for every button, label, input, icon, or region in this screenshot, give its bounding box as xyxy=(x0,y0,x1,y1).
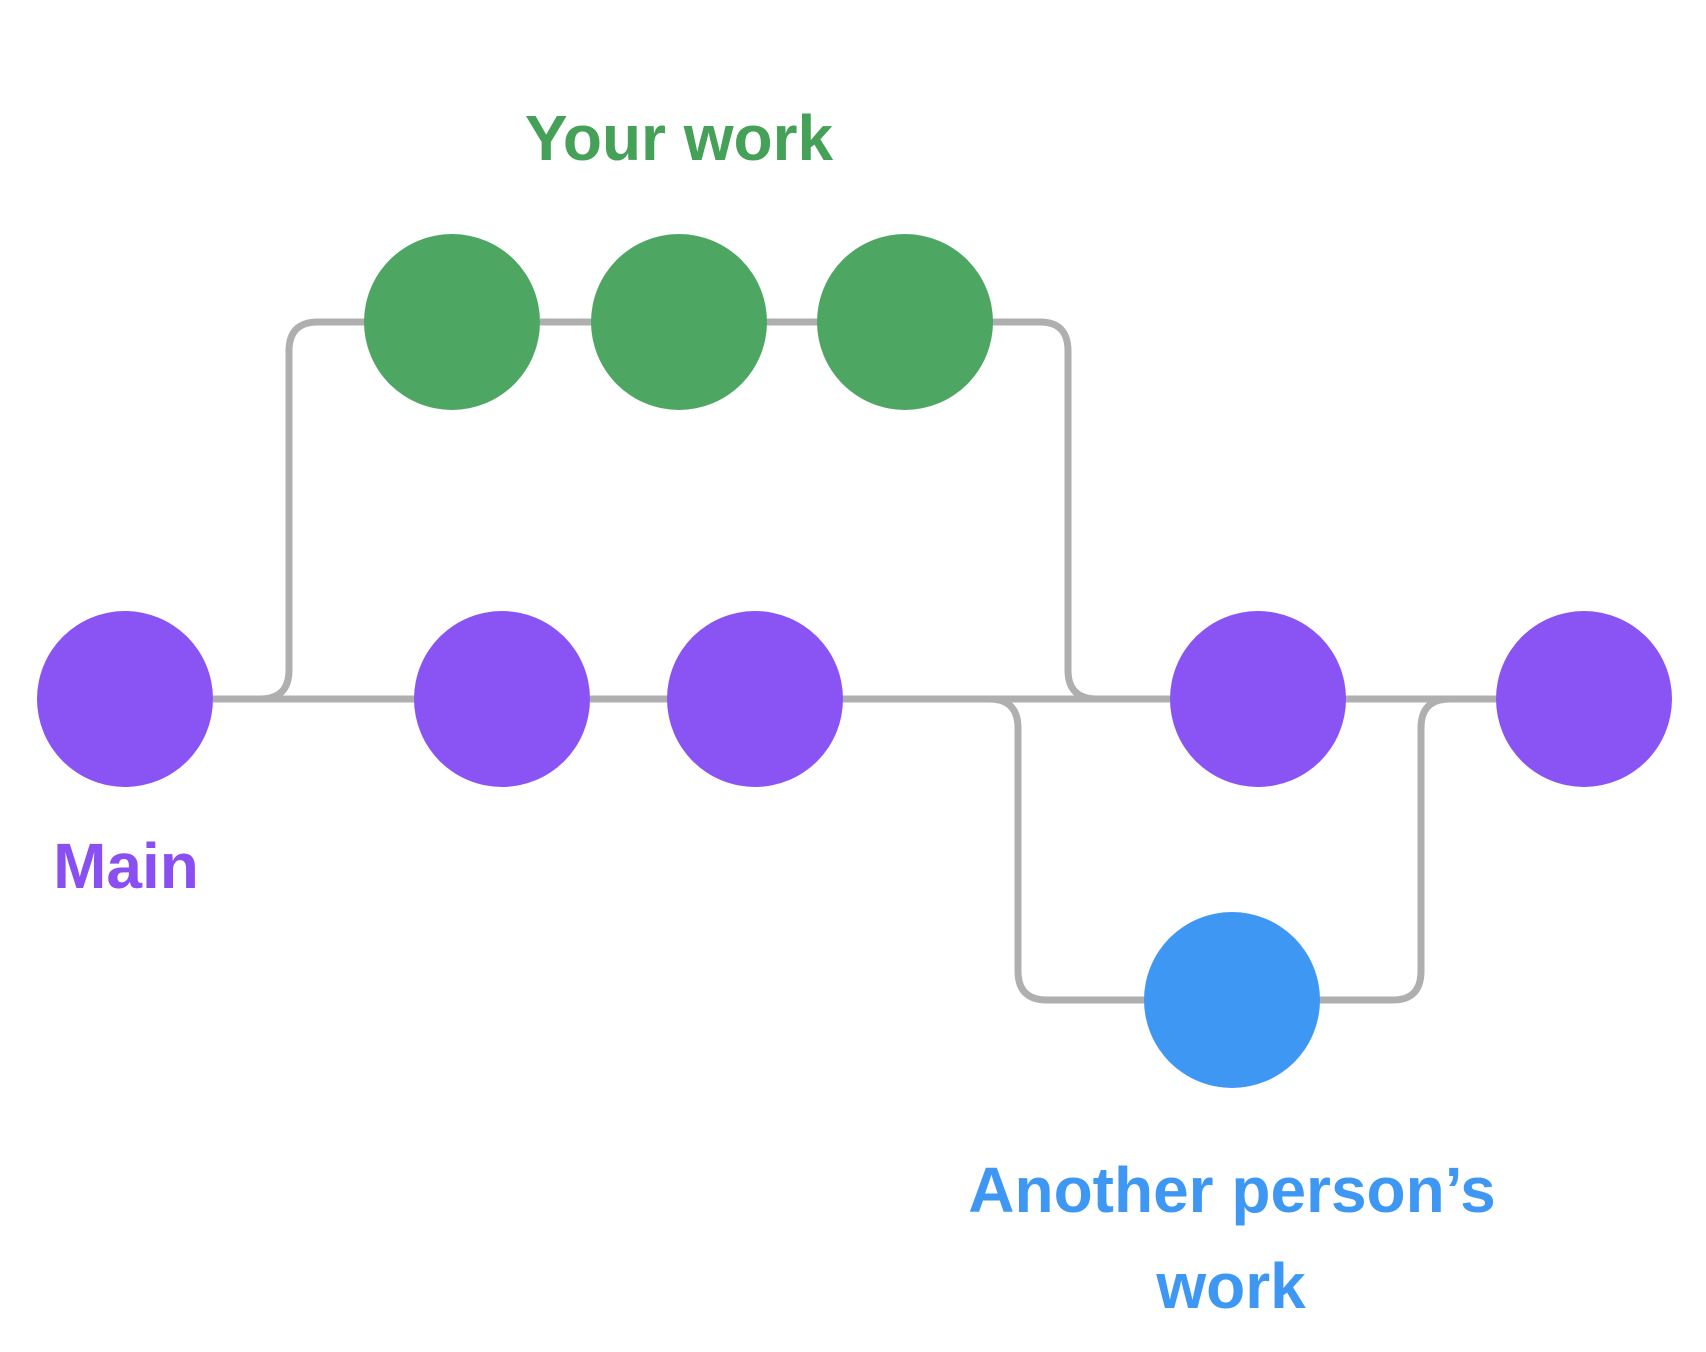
commit-node-main-1 xyxy=(37,611,213,787)
commit-node-another-person-1 xyxy=(1144,912,1320,1088)
commit-node-your-work-1 xyxy=(364,234,540,410)
commit-node-main-3 xyxy=(667,611,843,787)
commit-node-main-4 xyxy=(1170,611,1346,787)
commit-node-your-work-3 xyxy=(817,234,993,410)
commit-node-your-work-2 xyxy=(591,234,767,410)
another-person-label-line1: Another person’s xyxy=(968,1154,1495,1226)
commit-nodes-layer xyxy=(37,234,1672,1088)
commit-node-main-2 xyxy=(414,611,590,787)
edge-branch-out-your-work xyxy=(259,318,365,703)
commit-node-main-5 xyxy=(1496,611,1672,787)
your-work-label: Your work xyxy=(525,102,834,174)
edge-branch-out-another-person xyxy=(988,695,1145,1004)
connector-edges-layer xyxy=(213,318,1497,1004)
edge-merge-your-work xyxy=(992,318,1098,703)
main-label: Main xyxy=(53,830,199,902)
another-person-label-line2: work xyxy=(1155,1250,1306,1322)
edge-merge-another-person xyxy=(1319,695,1451,1004)
